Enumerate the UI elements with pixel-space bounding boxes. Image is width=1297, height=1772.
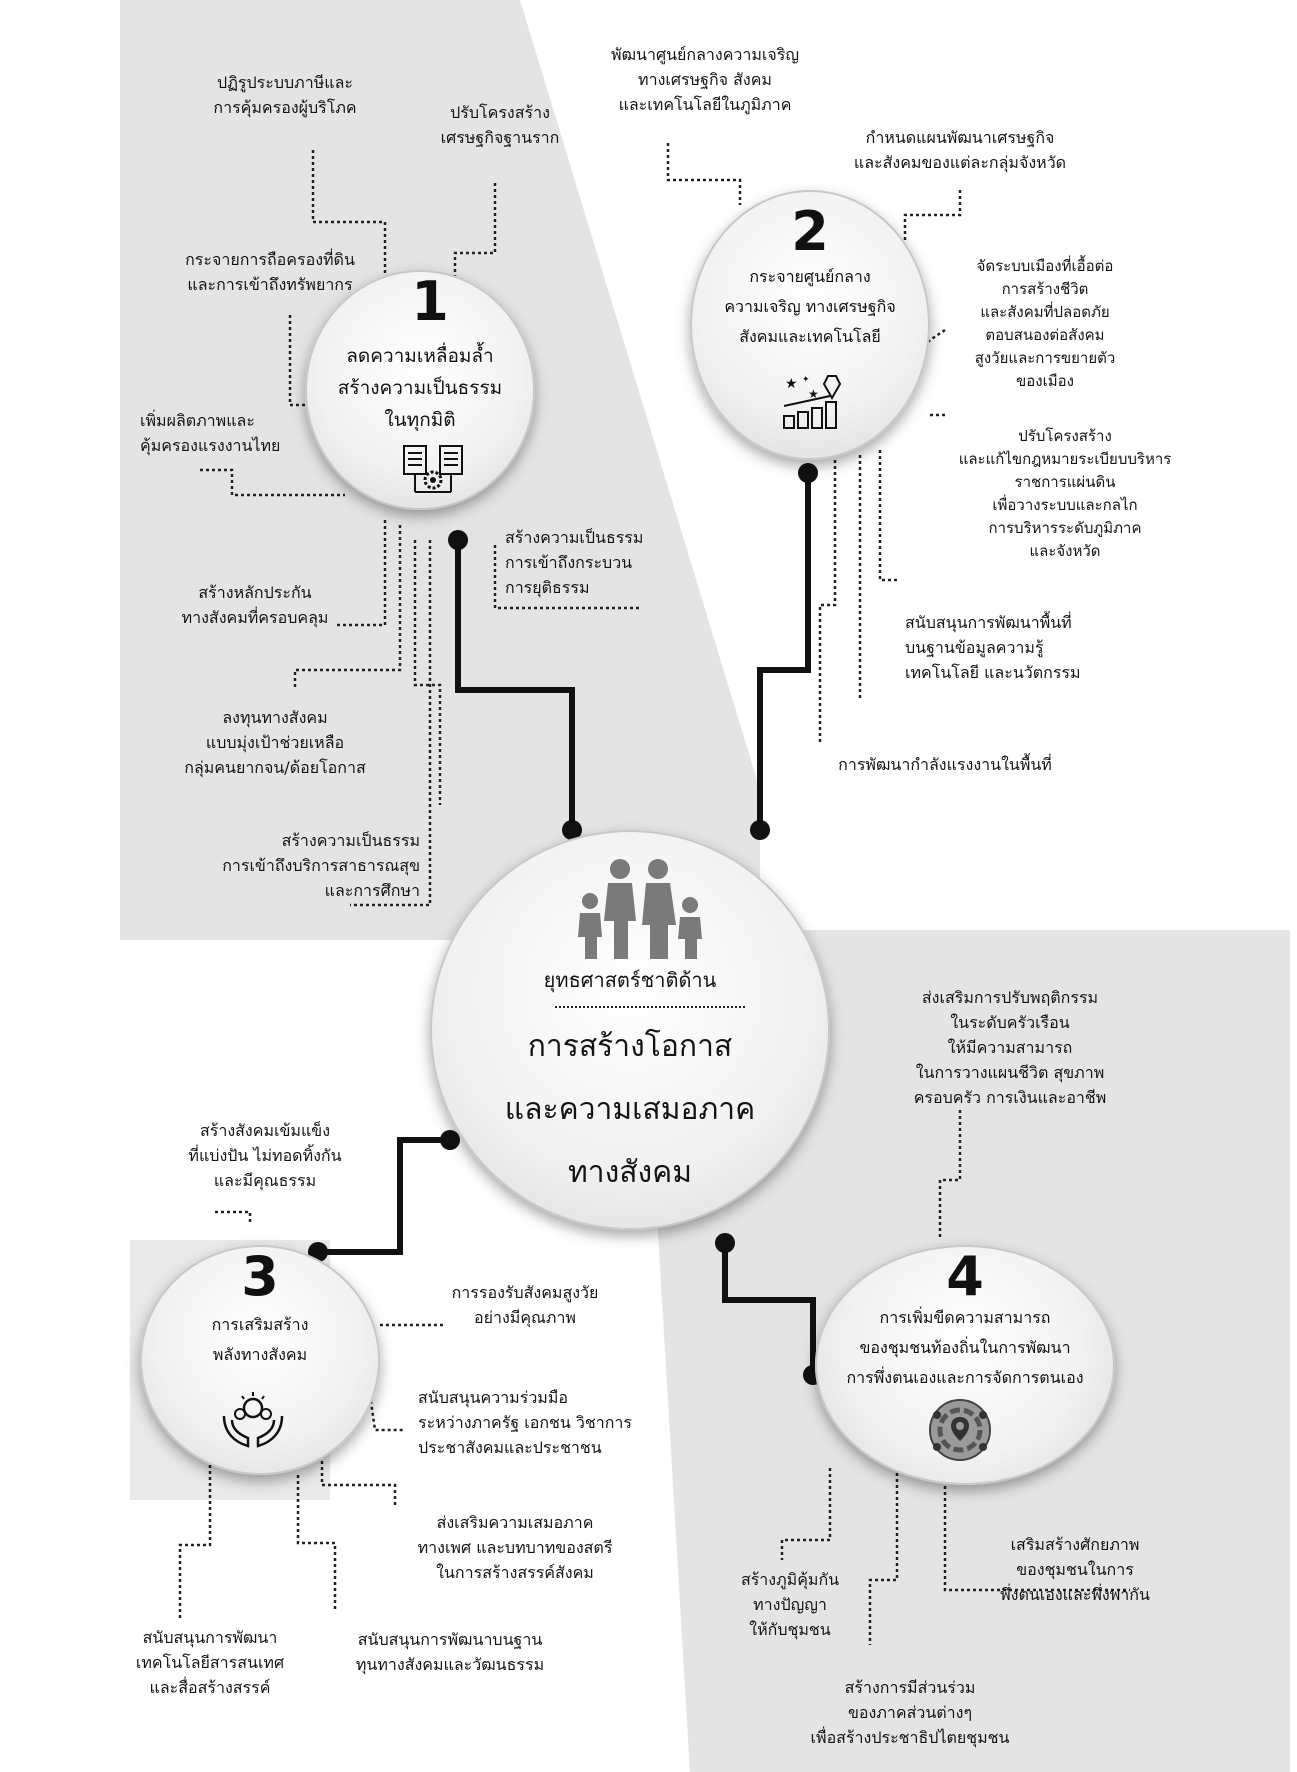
g3-item-social-capital: สนับสนุนการพัฒนาบนฐาน ทุนทางสังคมและวัฒน… <box>355 1630 545 1674</box>
g3-item-gender-equality: ส่งเสริมความเสมอภาค ทางเพศ และบทบาทของสต… <box>417 1513 613 1582</box>
documents-gear-icon <box>403 445 463 493</box>
svg-text:✦: ✦ <box>802 375 810 385</box>
group-2-title: กระจายศูนย์กลาง ความเจริญ ทางเศรษฐกิจ สั… <box>724 267 896 346</box>
group-3-number: 3 <box>241 1245 279 1308</box>
group-1-title: ลดความเหลื่อมล้ำ สร้างความเป็นธรรม ในทุก… <box>337 345 503 431</box>
center-subtitle: ยุทธศาสตร์ชาติด้าน <box>543 968 717 992</box>
g2-item-area-development: สนับสนุนการพัฒนาพื้นที่ บนฐานข้อมูลความร… <box>905 613 1081 682</box>
g3-item-cooperation: สนับสนุนความร่วมมือ ระหว่างภาครัฐ เอกชน … <box>418 1388 632 1457</box>
g4-item-participation: สร้างการมีส่วนร่วม ของภาคส่วนต่างๆ เพื่อ… <box>810 1678 1010 1747</box>
g4-item-intellectual-immunity: สร้างภูมิคุ้มกัน ทางปัญญา ให้กับชุมชน <box>740 1570 840 1639</box>
group-3-title: การเสริมสร้าง พลังทางสังคม <box>211 1315 309 1364</box>
g4-item-community-capacity: เสริมสร้างศักยภาพ ของชุมชนในการ พึ่งตนเอ… <box>1000 1535 1150 1604</box>
group-4-title: การเพิ่มขีดความสามารถ ของชุมชนท้องถิ่นใน… <box>846 1308 1084 1387</box>
g2-item-administrative-reform: ปรับโครงสร้าง และแก้ไขกฎหมายระเบียบบริหา… <box>958 427 1172 560</box>
g1-item-social-investment: ลงทุนทางสังคม แบบมุ่งเป้าช่วยเหลือ กลุ่ม… <box>184 708 366 777</box>
community-network-icon <box>929 1399 991 1461</box>
group-1-number: 1 <box>411 270 449 333</box>
g3-item-aging-society: การรองรับสังคมสูงวัย อย่างมีคุณภาพ <box>451 1283 599 1327</box>
g1-item-justice-access: สร้างความเป็นธรรม การเข้าถึงกระบวน การยุ… <box>505 528 644 597</box>
center-title-line-2: และความเสมอภาค <box>504 1092 756 1127</box>
g1-item-health-education: สร้างความเป็นธรรม การเข้าถึงบริการสาธารณ… <box>222 831 420 900</box>
growth-chart-icon: ★ ★ ✦ <box>783 375 842 429</box>
svg-text:★: ★ <box>808 387 819 401</box>
g1-item-social-security: สร้างหลักประกัน ทางสังคมที่ครอบคลุม <box>181 583 329 627</box>
connector-dots <box>308 463 823 1385</box>
svg-text:★: ★ <box>785 376 798 392</box>
g1-item-tax-reform: ปฏิรูประบบภาษีและ การคุ้มครองผู้บริโภค <box>213 73 357 117</box>
g3-item-strong-society: สร้างสังคมเข้มแข็ง ที่แบ่งปัน ไม่ทอดทิ้ง… <box>188 1121 342 1190</box>
main-connectors <box>318 473 816 1375</box>
g2-item-provincial-plans: กำหนดแผนพัฒนาเศรษฐกิจ และสังคมของแต่ละกล… <box>853 128 1067 172</box>
center-title-line-1: การสร้างโอกาส <box>527 1029 733 1064</box>
g4-item-household-behavior: ส่งเสริมการปรับพฤติกรรม ในระดับครัวเรือน… <box>913 988 1107 1107</box>
g2-item-workforce: การพัฒนากำลังแรงงานในพื้นที่ <box>838 755 1052 774</box>
g1-item-grassroots-economy: ปรับโครงสร้าง เศรษฐกิจฐานราก <box>440 103 560 147</box>
g2-item-urban-system: จัดระบบเมืองที่เอื้อต่อ การสร้างชีวิต แล… <box>974 257 1116 390</box>
g3-item-information-technology: สนับสนุนการพัฒนา เทคโนโลยีสารสนเทศ และสื… <box>135 1628 285 1697</box>
dotted-connectors <box>178 143 1130 1645</box>
group-4-number: 4 <box>946 1245 984 1308</box>
center-title-line-3: ทางสังคม <box>567 1155 693 1190</box>
center-divider <box>555 1006 745 1008</box>
g1-item-land-distribution: กระจายการถือครองที่ดิน และการเข้าถึงทรัพ… <box>185 250 355 294</box>
g1-item-labor-productivity: เพิ่มผลิตภาพและ คุ้มครองแรงงานไทย <box>140 411 281 455</box>
group-1-circle <box>305 270 535 510</box>
group-2-number: 2 <box>791 200 829 263</box>
family-icon <box>578 859 702 959</box>
g2-item-regional-centers: พัฒนาศูนย์กลางความเจริญ ทางเศรษฐกิจ สังค… <box>611 45 799 114</box>
group-2-circle <box>690 190 930 460</box>
hands-community-icon <box>222 1392 284 1448</box>
